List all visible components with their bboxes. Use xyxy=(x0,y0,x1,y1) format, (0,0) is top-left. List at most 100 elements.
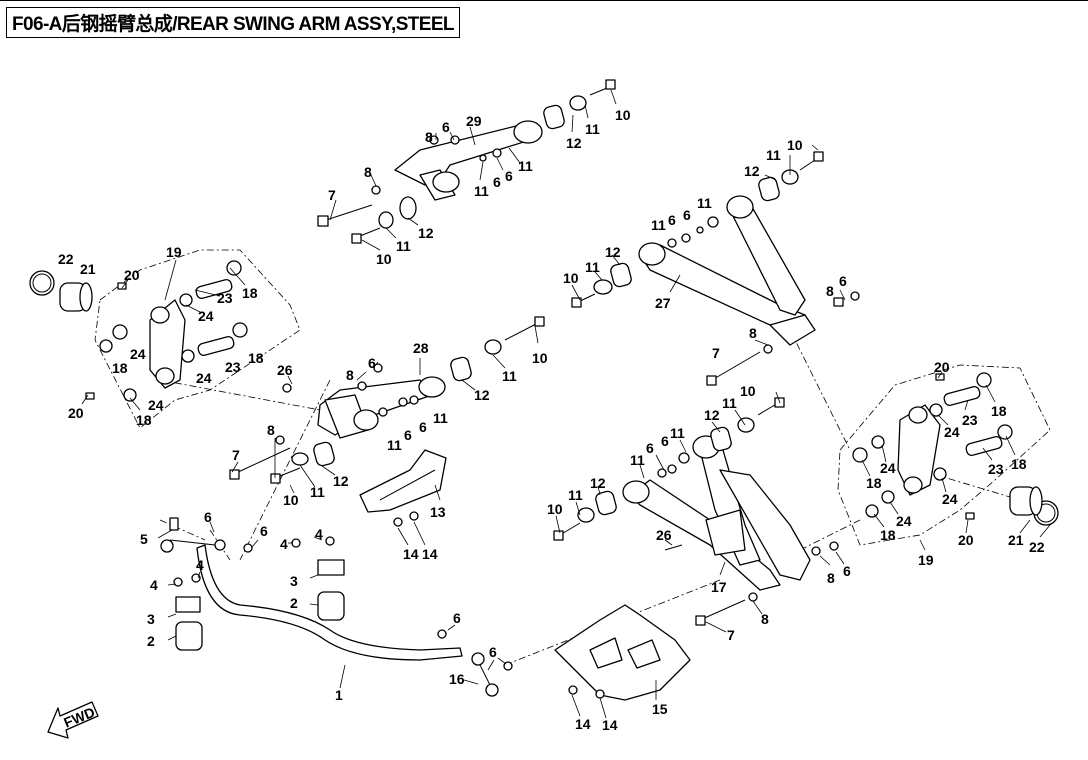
callout-18: 18 xyxy=(136,412,152,428)
callout-7: 7 xyxy=(232,447,240,463)
callout-18: 18 xyxy=(880,527,896,543)
callout-3: 3 xyxy=(147,611,155,627)
callout-10: 10 xyxy=(563,270,579,286)
guard-plates xyxy=(359,449,691,701)
callout-17: 17 xyxy=(711,579,727,595)
callout-4: 4 xyxy=(315,526,323,542)
callout-11: 11 xyxy=(396,238,411,254)
callout-12: 12 xyxy=(590,475,606,491)
callout-26: 26 xyxy=(656,527,672,543)
callout-28: 28 xyxy=(413,340,429,356)
callout-10: 10 xyxy=(547,501,563,517)
callout-26: 26 xyxy=(277,362,293,378)
callout-27: 27 xyxy=(655,295,671,311)
callout-21: 21 xyxy=(80,261,96,277)
callout-6: 6 xyxy=(683,207,691,223)
callout-6: 6 xyxy=(668,212,676,228)
callout-3: 3 xyxy=(290,573,298,589)
callout-22: 22 xyxy=(1029,539,1045,555)
stabilizer-bar-assembly xyxy=(160,517,513,697)
callout-11: 11 xyxy=(474,183,489,199)
callout-1: 1 xyxy=(335,687,343,703)
callout-21: 21 xyxy=(1008,532,1024,548)
diagram-title-box: F06-A后钢摇臂总成/REAR SWING ARM ASSY,STEEL xyxy=(6,7,460,38)
upper-rear-arm xyxy=(571,151,860,386)
callout-11: 11 xyxy=(670,425,685,441)
callout-18: 18 xyxy=(112,360,128,376)
callout-4: 4 xyxy=(280,536,288,552)
callout-20: 20 xyxy=(124,267,140,283)
callout-6: 6 xyxy=(453,610,461,626)
callout-8: 8 xyxy=(749,325,757,341)
callout-8: 8 xyxy=(826,283,834,299)
hub-group-right-outline xyxy=(837,364,1051,546)
callout-8: 8 xyxy=(761,611,769,627)
callout-13: 13 xyxy=(430,504,446,520)
callout-2: 2 xyxy=(147,633,155,649)
callout-12: 12 xyxy=(333,473,349,489)
callout-8: 8 xyxy=(364,164,372,180)
callout-24: 24 xyxy=(196,370,212,386)
callout-18: 18 xyxy=(248,350,264,366)
callout-16: 16 xyxy=(449,671,465,687)
callout-14: 14 xyxy=(422,546,438,562)
callout-6: 6 xyxy=(419,419,427,435)
callout-6: 6 xyxy=(493,174,501,190)
callout-labels: 29 8 6 12 11 10 8 7 10 11 12 11 6 6 11 1… xyxy=(58,107,1045,733)
callout-11: 11 xyxy=(568,487,583,503)
callout-19: 19 xyxy=(918,552,934,568)
callout-6: 6 xyxy=(505,168,513,184)
callout-24: 24 xyxy=(130,346,146,362)
lower-front-arm xyxy=(229,316,545,484)
callout-23: 23 xyxy=(217,290,233,306)
callout-6: 6 xyxy=(368,355,376,371)
callout-8: 8 xyxy=(827,570,835,586)
callout-7: 7 xyxy=(727,627,735,643)
callout-11: 11 xyxy=(697,195,712,211)
leader-lines xyxy=(81,89,1051,719)
callout-6: 6 xyxy=(843,563,851,579)
callout-20: 20 xyxy=(68,405,84,421)
callout-11: 11 xyxy=(585,259,600,275)
callout-7: 7 xyxy=(328,187,336,203)
diagram-title: F06-A后钢摇臂总成/REAR SWING ARM ASSY,STEEL xyxy=(12,14,455,35)
callout-12: 12 xyxy=(418,225,434,241)
callout-14: 14 xyxy=(575,716,591,732)
callout-2: 2 xyxy=(290,595,298,611)
callout-29: 29 xyxy=(466,113,482,129)
callout-23: 23 xyxy=(962,412,978,428)
left-hub-assembly xyxy=(29,260,248,402)
callout-8: 8 xyxy=(425,129,433,145)
callout-10: 10 xyxy=(615,107,631,123)
callout-11: 11 xyxy=(630,452,645,468)
callout-11: 11 xyxy=(722,395,737,411)
fwd-label: FWD xyxy=(61,704,97,731)
callout-8: 8 xyxy=(267,422,275,438)
callout-6: 6 xyxy=(260,523,268,539)
callout-11: 11 xyxy=(387,437,402,453)
callout-6: 6 xyxy=(404,427,412,443)
callout-11: 11 xyxy=(585,121,600,137)
callout-11: 11 xyxy=(310,484,325,500)
right-hub-assembly xyxy=(852,372,1059,526)
callout-6: 6 xyxy=(646,440,654,456)
fwd-arrow-icon: FWD xyxy=(47,701,99,739)
callout-5: 5 xyxy=(140,531,148,547)
callout-10: 10 xyxy=(532,350,548,366)
lower-rear-arm xyxy=(553,397,839,626)
callout-20: 20 xyxy=(958,532,974,548)
callout-24: 24 xyxy=(198,308,214,324)
callout-12: 12 xyxy=(474,387,490,403)
callout-11: 11 xyxy=(766,147,781,163)
callout-11: 11 xyxy=(433,410,448,426)
callout-23: 23 xyxy=(225,359,241,375)
callout-6: 6 xyxy=(204,509,212,525)
callout-10: 10 xyxy=(376,251,392,267)
callout-19: 19 xyxy=(166,244,182,260)
callout-10: 10 xyxy=(787,137,803,153)
callout-6: 6 xyxy=(489,644,497,660)
callout-18: 18 xyxy=(991,403,1007,419)
callout-11: 11 xyxy=(502,368,517,384)
callout-4: 4 xyxy=(196,557,204,573)
